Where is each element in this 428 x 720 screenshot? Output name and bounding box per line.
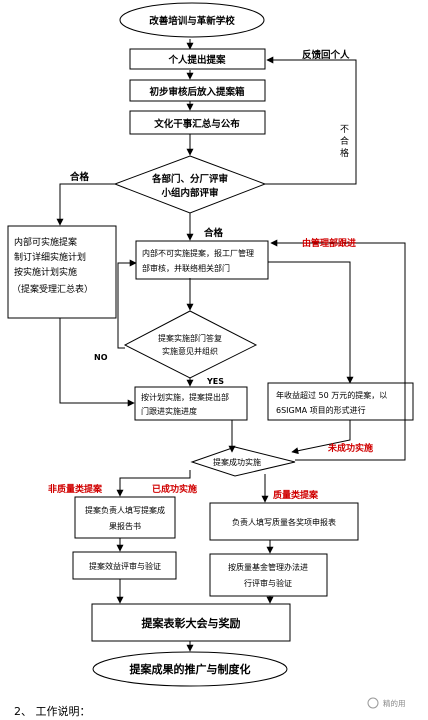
quality-fill-text: 负责人填写质量各奖项申报表 [232, 517, 336, 527]
sixsigma-node [267, 382, 414, 421]
quality-eval-text-1: 按质量基金管理办法进 [228, 562, 308, 572]
promote-text: 提案成果的推广与制度化 [130, 662, 251, 676]
nonquality-fill-node [74, 496, 176, 539]
reply-text-1: 提案实施部门答复 [158, 333, 222, 343]
feedback-label: 反馈回个人 [302, 49, 350, 61]
fail-label-2: 合 [340, 135, 349, 147]
pass-left-label: 合格 [70, 171, 90, 183]
internal-text-4: （提案受理汇总表） [12, 283, 93, 295]
fail-label-3: 格 [340, 147, 349, 159]
not-success-label: 未成功实施 [327, 442, 373, 454]
internal-node [7, 225, 117, 319]
start-node [119, 2, 265, 38]
quality-label: 质量类提案 [273, 489, 319, 501]
watermark-logo-icon [367, 697, 379, 709]
execute-text-1: 按计划实施，提案提出部 [141, 392, 229, 402]
evaluate-diamond [113, 155, 267, 214]
submit-node [129, 48, 266, 70]
nonquality-fill-text-1: 提案负责人填写提案成 [85, 505, 165, 515]
external-text-1: 内部不可实施提案，报工厂管理 [142, 248, 254, 258]
reply-text-2: 实施意见并组织 [162, 346, 218, 356]
reply-diamond [123, 310, 258, 379]
yes-label: YES [206, 377, 224, 386]
no-label: NO [94, 353, 108, 362]
success-diamond [190, 446, 296, 477]
sixsigma-text-2: 6SIGMA 项目的形式进行 [276, 405, 366, 415]
non-quality-label: 非质量类提案 [48, 483, 103, 495]
done-label: 已成功实施 [152, 483, 197, 495]
sixsigma-text-1: 年收益超过 50 万元的提案，以 [276, 390, 387, 400]
summary-text: 文化干事汇总与公布 [153, 118, 240, 130]
nonquality-fill-text-2: 果报告书 [109, 521, 141, 531]
review-text: 初步审核后放入提案箱 [149, 86, 245, 98]
success-text: 提案成功实施 [213, 457, 261, 467]
external-node [135, 240, 269, 280]
by-mgmt-label: 由管理部跟进 [302, 237, 356, 249]
submit-text: 个人提出提案 [167, 54, 226, 66]
internal-text-1: 内部可实施提案 [14, 236, 77, 248]
nonquality-eval-node [72, 551, 177, 580]
start-text: 改善培训与革新学校 [149, 15, 235, 27]
execute-text-2: 门跟进实施进度 [141, 406, 197, 416]
execute-node [134, 386, 248, 421]
award-text: 提案表彰大会与奖励 [142, 616, 241, 630]
summary-node [129, 110, 266, 135]
evaluate-text-1: 各部门、分厂评审 [151, 173, 228, 185]
internal-text-2: 制订详细实施计划 [14, 251, 86, 263]
quality-eval-node [209, 553, 328, 597]
award-node [91, 603, 291, 642]
connectors [56, 39, 406, 652]
watermark-text: 精的用 [383, 698, 406, 708]
internal-text-3: 按实施计划实施 [14, 266, 77, 278]
quality-fill-node [209, 502, 359, 541]
external-text-2: 部审核，并联络相关部门 [142, 263, 230, 273]
evaluate-text-2: 小组内部评审 [160, 187, 218, 199]
quality-eval-text-2: 行评审与验证 [244, 578, 292, 588]
review-node [129, 79, 266, 102]
pass-down-label: 合格 [204, 227, 224, 239]
promote-node [92, 651, 288, 687]
nonquality-eval-text: 提案效益评审与验证 [89, 561, 161, 571]
footer-line: 2、 工作说明： [14, 704, 91, 718]
fail-label-1: 不 [340, 124, 349, 135]
